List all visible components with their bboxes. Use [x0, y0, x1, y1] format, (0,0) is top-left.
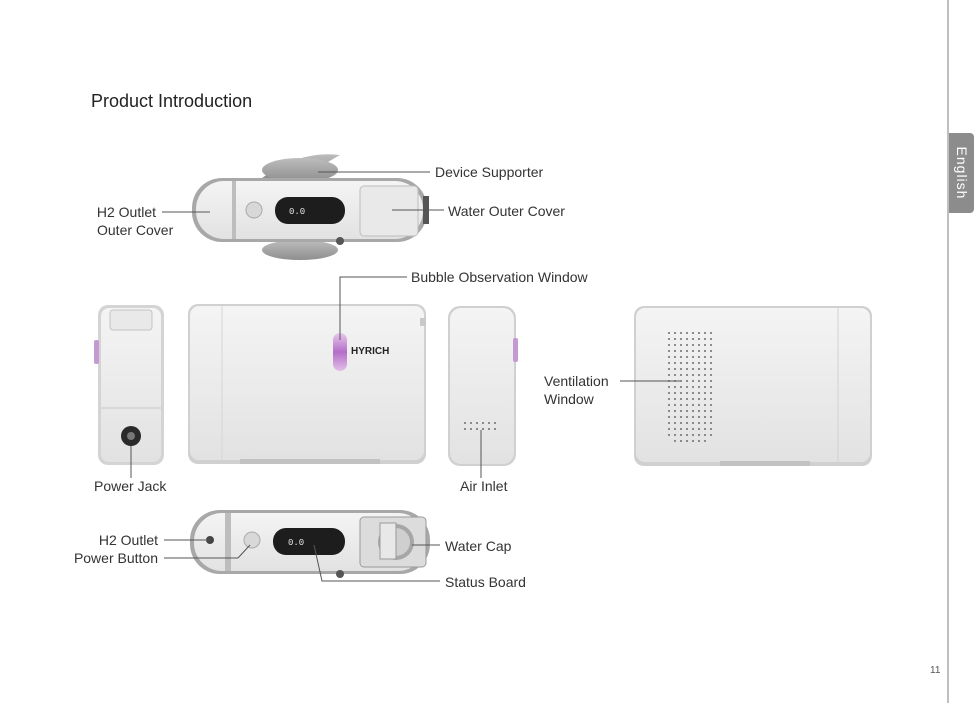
device-left-side-view — [94, 305, 164, 465]
label-water-outer-cover: Water Outer Cover — [448, 203, 565, 219]
label-ventilation-window-2: Window — [544, 391, 594, 407]
label-h2-outlet-outer-cover-1: H2 Outlet — [96, 204, 156, 220]
label-power-jack: Power Jack — [94, 478, 167, 494]
ventilation-grille — [664, 328, 716, 442]
label-bubble-observation-window: Bubble Observation Window — [411, 269, 588, 285]
label-h2-outlet-outer-cover-2: Outer Cover — [97, 222, 174, 238]
label-ventilation-window-1: Ventilation — [544, 373, 609, 389]
label-device-supporter: Device Supporter — [435, 164, 544, 180]
page-number: 11 — [930, 665, 941, 676]
display-digits-top: 0.0 — [289, 207, 305, 217]
label-power-button: Power Button — [73, 550, 158, 566]
label-water-cap: Water Cap — [445, 538, 512, 554]
device-back-view — [634, 306, 872, 466]
label-h2-outlet: H2 Outlet — [98, 532, 158, 548]
callout-lines — [130, 171, 680, 582]
air-inlet-grille — [462, 420, 500, 430]
label-air-inlet: Air Inlet — [460, 478, 508, 494]
device-front-view: HYRICH — [188, 304, 426, 464]
device-right-side-view — [448, 306, 518, 466]
display-digits-bottom: 0.0 — [288, 538, 304, 548]
language-tab[interactable]: English — [949, 133, 974, 213]
device-top-view: 0.0 — [192, 154, 429, 260]
bubble-observation-window — [333, 333, 347, 371]
device-bottom-view: 0.0 — [190, 510, 430, 578]
label-status-board: Status Board — [445, 574, 526, 590]
page-title: Product Introduction — [91, 91, 253, 111]
brand-logo: HYRICH — [351, 346, 389, 357]
page-edge-divider — [947, 0, 949, 703]
